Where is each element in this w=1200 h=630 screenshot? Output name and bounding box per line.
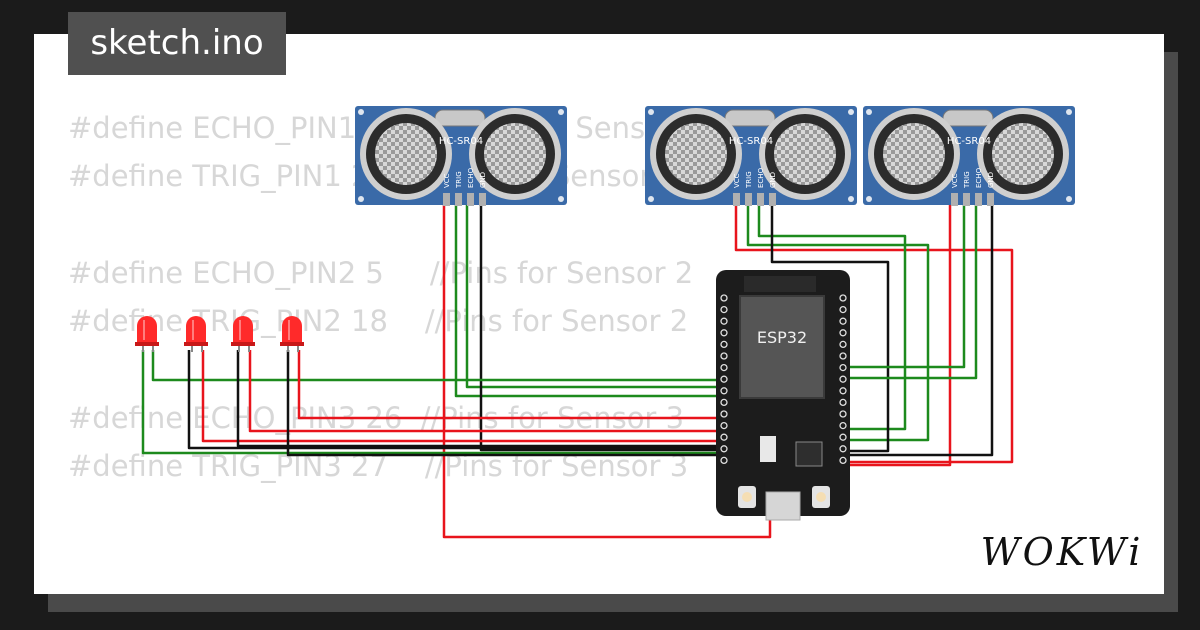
wire-led1-cathode bbox=[141, 350, 722, 455]
header-pin bbox=[839, 340, 847, 349]
red-led-3 bbox=[231, 316, 255, 352]
pin-label: TRIG bbox=[455, 171, 463, 189]
header-pin bbox=[720, 340, 728, 349]
wokwi-logo: WOKWi bbox=[968, 522, 1158, 578]
header-pin bbox=[720, 375, 728, 383]
wire-led3-cathode bbox=[236, 350, 722, 448]
header-pin bbox=[839, 456, 847, 465]
pin-label: VCC bbox=[443, 173, 451, 188]
wire-s2-gnd bbox=[770, 200, 890, 453]
header-pin bbox=[720, 329, 728, 337]
regulator bbox=[760, 436, 776, 462]
red-led-1 bbox=[135, 316, 159, 352]
sensor-label: HC-SR04 bbox=[729, 136, 773, 147]
header-pin bbox=[720, 305, 728, 314]
filename-tab: sketch.ino bbox=[68, 12, 286, 75]
header-pin bbox=[720, 445, 728, 453]
header-pin bbox=[839, 410, 847, 418]
pin-label: VCC bbox=[951, 173, 959, 188]
header-pin bbox=[720, 294, 728, 302]
board-label: ESP32 bbox=[757, 328, 807, 347]
wire-s2-trig bbox=[746, 200, 930, 442]
header-pin bbox=[839, 329, 847, 337]
wire-s2-echo bbox=[757, 200, 907, 431]
header-pin bbox=[720, 410, 728, 418]
header-pin bbox=[720, 352, 728, 360]
wire-s1-trig bbox=[454, 200, 722, 398]
header-pin bbox=[720, 387, 728, 395]
header-pin bbox=[839, 445, 847, 453]
header-pin bbox=[720, 398, 728, 407]
transducer bbox=[774, 123, 836, 185]
transducer bbox=[484, 123, 546, 185]
wire-s1-echo bbox=[465, 200, 722, 389]
header-pin bbox=[720, 421, 728, 430]
header-pin bbox=[839, 433, 847, 441]
usb-chip bbox=[795, 441, 823, 467]
red-led-4 bbox=[280, 316, 304, 352]
wire-s2-vcc bbox=[734, 200, 1014, 464]
wire-led2-anode bbox=[201, 350, 722, 443]
svg-text:WOKWi: WOKWi bbox=[981, 530, 1144, 574]
wire-led1-anode bbox=[151, 350, 722, 382]
pin-label: TRIG bbox=[963, 171, 971, 189]
header-pin bbox=[839, 305, 847, 314]
wire-s3-trig bbox=[843, 200, 966, 369]
pin-label: ECHO bbox=[467, 167, 475, 188]
wire-led4-cathode bbox=[286, 350, 722, 457]
pin-label: TRIG bbox=[745, 171, 753, 189]
pin-label: GND bbox=[769, 172, 777, 188]
wire-led2-cathode bbox=[187, 350, 722, 450]
esp32-board: ESP32 bbox=[716, 270, 850, 521]
pin-label: ECHO bbox=[975, 167, 983, 188]
pin-label: ECHO bbox=[757, 167, 765, 188]
wire-led4-anode bbox=[297, 350, 722, 420]
usb-port bbox=[765, 491, 801, 521]
wire-s1-gnd bbox=[479, 200, 722, 452]
sensor-label: HC-SR04 bbox=[947, 136, 991, 147]
header-pin bbox=[720, 456, 728, 465]
header-pin bbox=[839, 352, 847, 360]
transducer bbox=[883, 123, 945, 185]
sensor-label: HC-SR04 bbox=[439, 136, 483, 147]
transducer bbox=[375, 123, 437, 185]
red-led-2 bbox=[184, 316, 208, 352]
pin-label: GND bbox=[987, 172, 995, 188]
transducer bbox=[992, 123, 1054, 185]
wire-s3-echo bbox=[843, 200, 978, 380]
header-pin bbox=[720, 433, 728, 441]
header-pin bbox=[839, 363, 847, 372]
header-pin bbox=[839, 398, 847, 407]
header-pin bbox=[839, 387, 847, 395]
pin-label: VCC bbox=[733, 173, 741, 188]
transducer bbox=[665, 123, 727, 185]
header-pin bbox=[720, 363, 728, 372]
esp32-module bbox=[739, 295, 825, 399]
header-pin bbox=[839, 317, 847, 325]
header-pin bbox=[720, 317, 728, 325]
header-pin bbox=[839, 375, 847, 383]
wire-s3-vcc bbox=[843, 200, 952, 467]
wire-led3-anode bbox=[248, 350, 722, 433]
pin-label: GND bbox=[479, 172, 487, 188]
header-pin bbox=[839, 421, 847, 430]
header-pin bbox=[839, 294, 847, 302]
wire-s3-gnd bbox=[843, 200, 994, 457]
